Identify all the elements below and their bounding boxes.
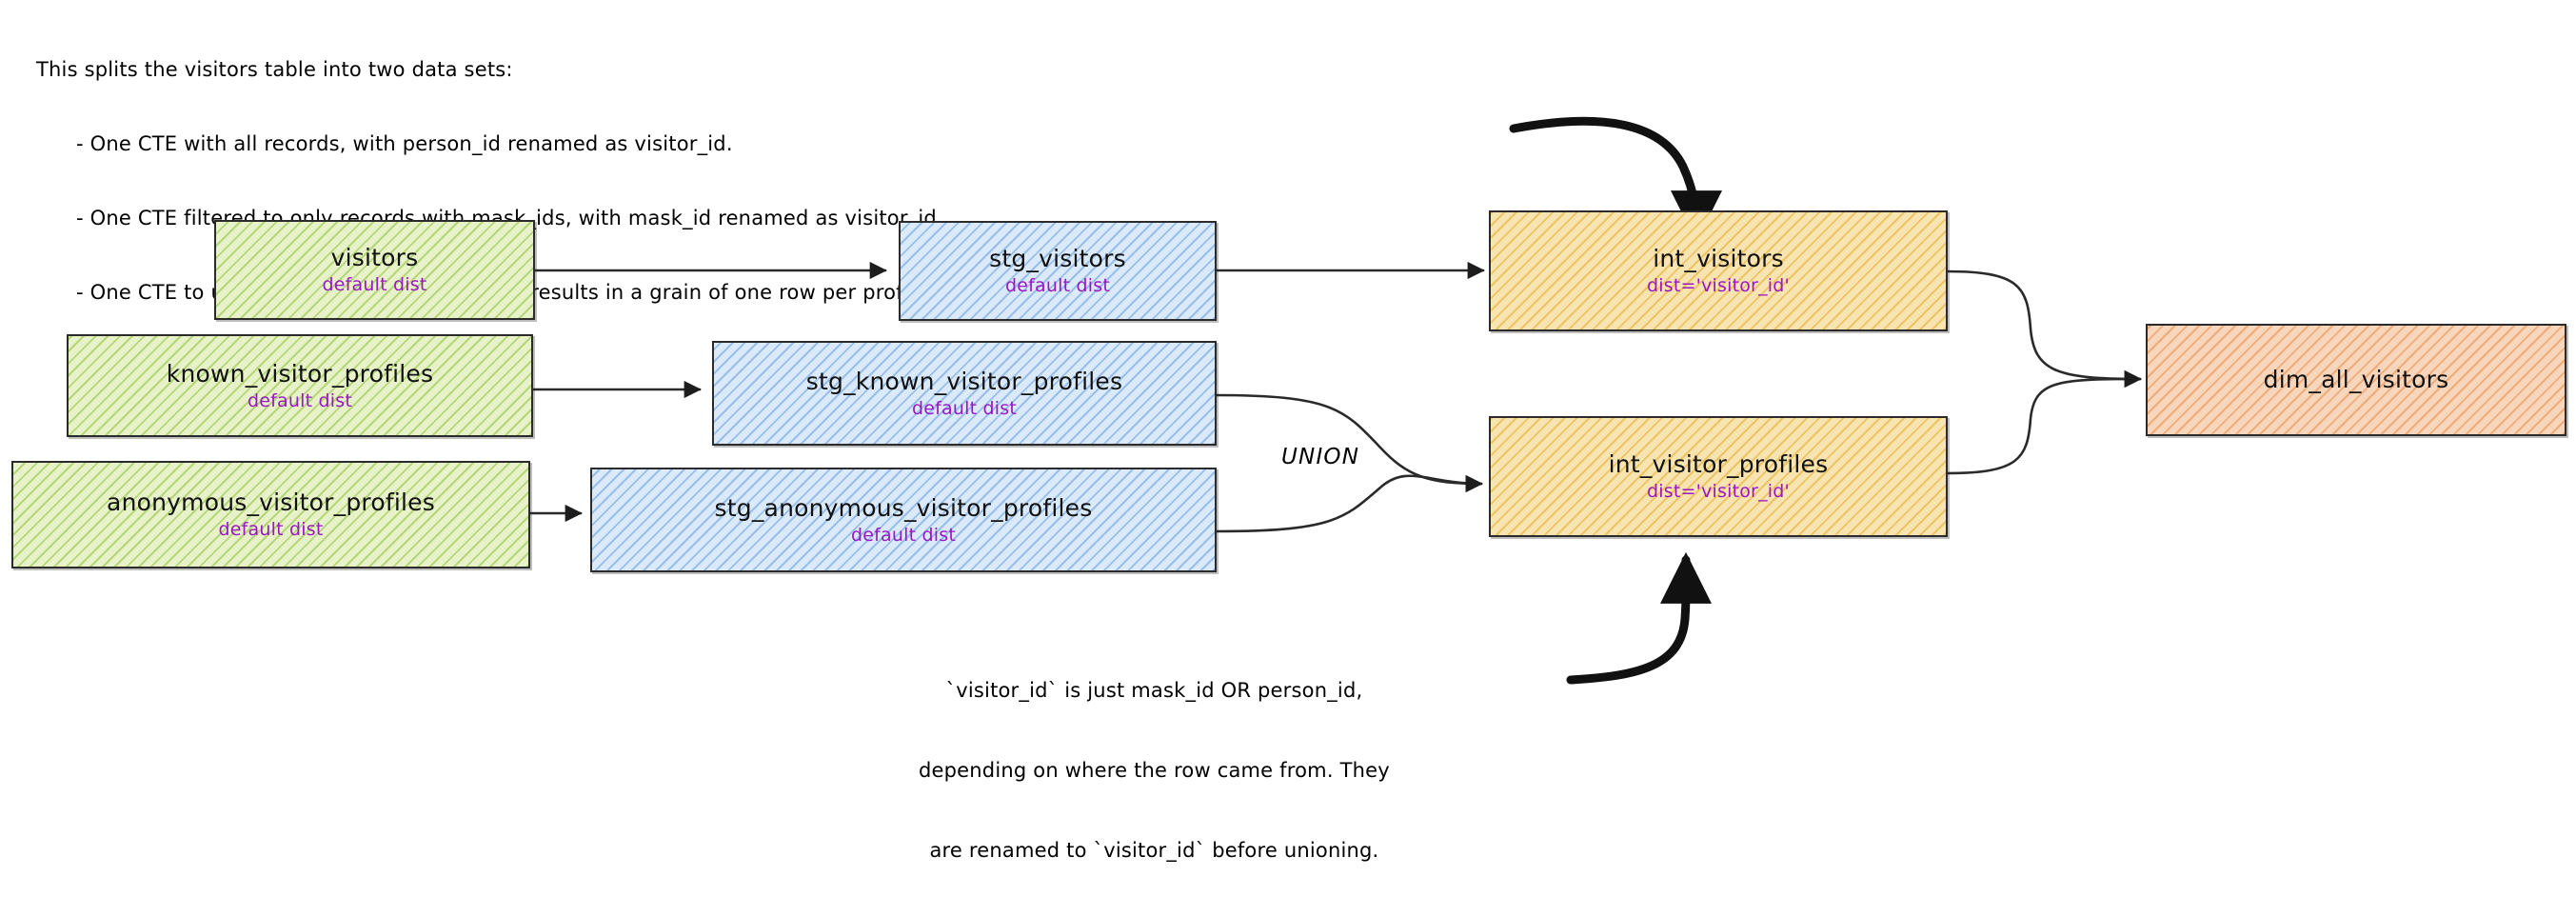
node-subtitle: dist='visitor_id' — [1647, 481, 1790, 502]
node-known-visitor-profiles[interactable]: known_visitor_profiles default dist — [67, 334, 533, 437]
node-title: visitors — [330, 244, 419, 271]
node-subtitle: default dist — [218, 519, 324, 540]
edge-label-union: UNION — [1281, 445, 1360, 469]
node-title: stg_known_visitor_profiles — [805, 367, 1123, 395]
node-subtitle: default dist — [912, 397, 1017, 419]
edge-int-visitors-to-dim-all-visitors — [1945, 269, 2142, 389]
node-title: known_visitor_profiles — [166, 359, 434, 388]
node-title: dim_all_visitors — [2263, 365, 2449, 393]
annotation-bottom-line-2: depending on where the row came from. Th… — [919, 759, 1390, 782]
node-subtitle: default dist — [322, 274, 427, 295]
node-subtitle: default dist — [1005, 275, 1110, 296]
annotation-top-line-1: This splits the visitors table into two … — [36, 58, 513, 81]
node-anonymous-visitor-profiles[interactable]: anonymous_visitor_profiles default dist — [11, 461, 530, 568]
annotation-bottom-line-3: are renamed to `visitor_id` before union… — [929, 839, 1379, 862]
callout-arrow-bottom — [1566, 551, 1713, 685]
node-visitors[interactable]: visitors default dist — [214, 220, 535, 320]
edge-stg-known-to-int-visitor-profiles — [1214, 393, 1483, 493]
node-int-visitors[interactable]: int_visitors dist='visitor_id' — [1489, 210, 1948, 331]
node-stg-anonymous-visitor-profiles[interactable]: stg_anonymous_visitor_profiles default d… — [590, 468, 1217, 572]
node-subtitle: dist='visitor_id' — [1647, 275, 1790, 296]
node-int-visitor-profiles[interactable]: int_visitor_profiles dist='visitor_id' — [1489, 416, 1948, 537]
annotation-bottom: `visitor_id` is just mask_id OR person_i… — [919, 624, 1390, 917]
node-subtitle: default dist — [248, 389, 352, 411]
annotation-bottom-line-1: `visitor_id` is just mask_id OR person_i… — [945, 679, 1363, 702]
node-subtitle: default dist — [851, 524, 956, 546]
node-stg-visitors[interactable]: stg_visitors default dist — [899, 221, 1217, 321]
diagram-canvas: This splits the visitors table into two … — [11, 58, 2566, 862]
edge-int-visitor-profiles-to-dim-all-visitors — [1945, 369, 2142, 475]
node-dim-all-visitors[interactable]: dim_all_visitors — [2146, 324, 2566, 436]
node-title: stg_anonymous_visitor_profiles — [714, 493, 1093, 522]
node-title: int_visitors — [1653, 245, 1784, 272]
edge-stg-anonymous-to-int-visitor-profiles — [1214, 474, 1483, 533]
node-title: stg_visitors — [989, 245, 1126, 272]
node-title: int_visitor_profiles — [1608, 450, 1829, 478]
node-title: anonymous_visitor_profiles — [107, 488, 435, 516]
node-stg-known-visitor-profiles[interactable]: stg_known_visitor_profiles default dist — [712, 341, 1217, 446]
annotation-top-line-2: - One CTE with all records, with person_… — [76, 132, 733, 155]
